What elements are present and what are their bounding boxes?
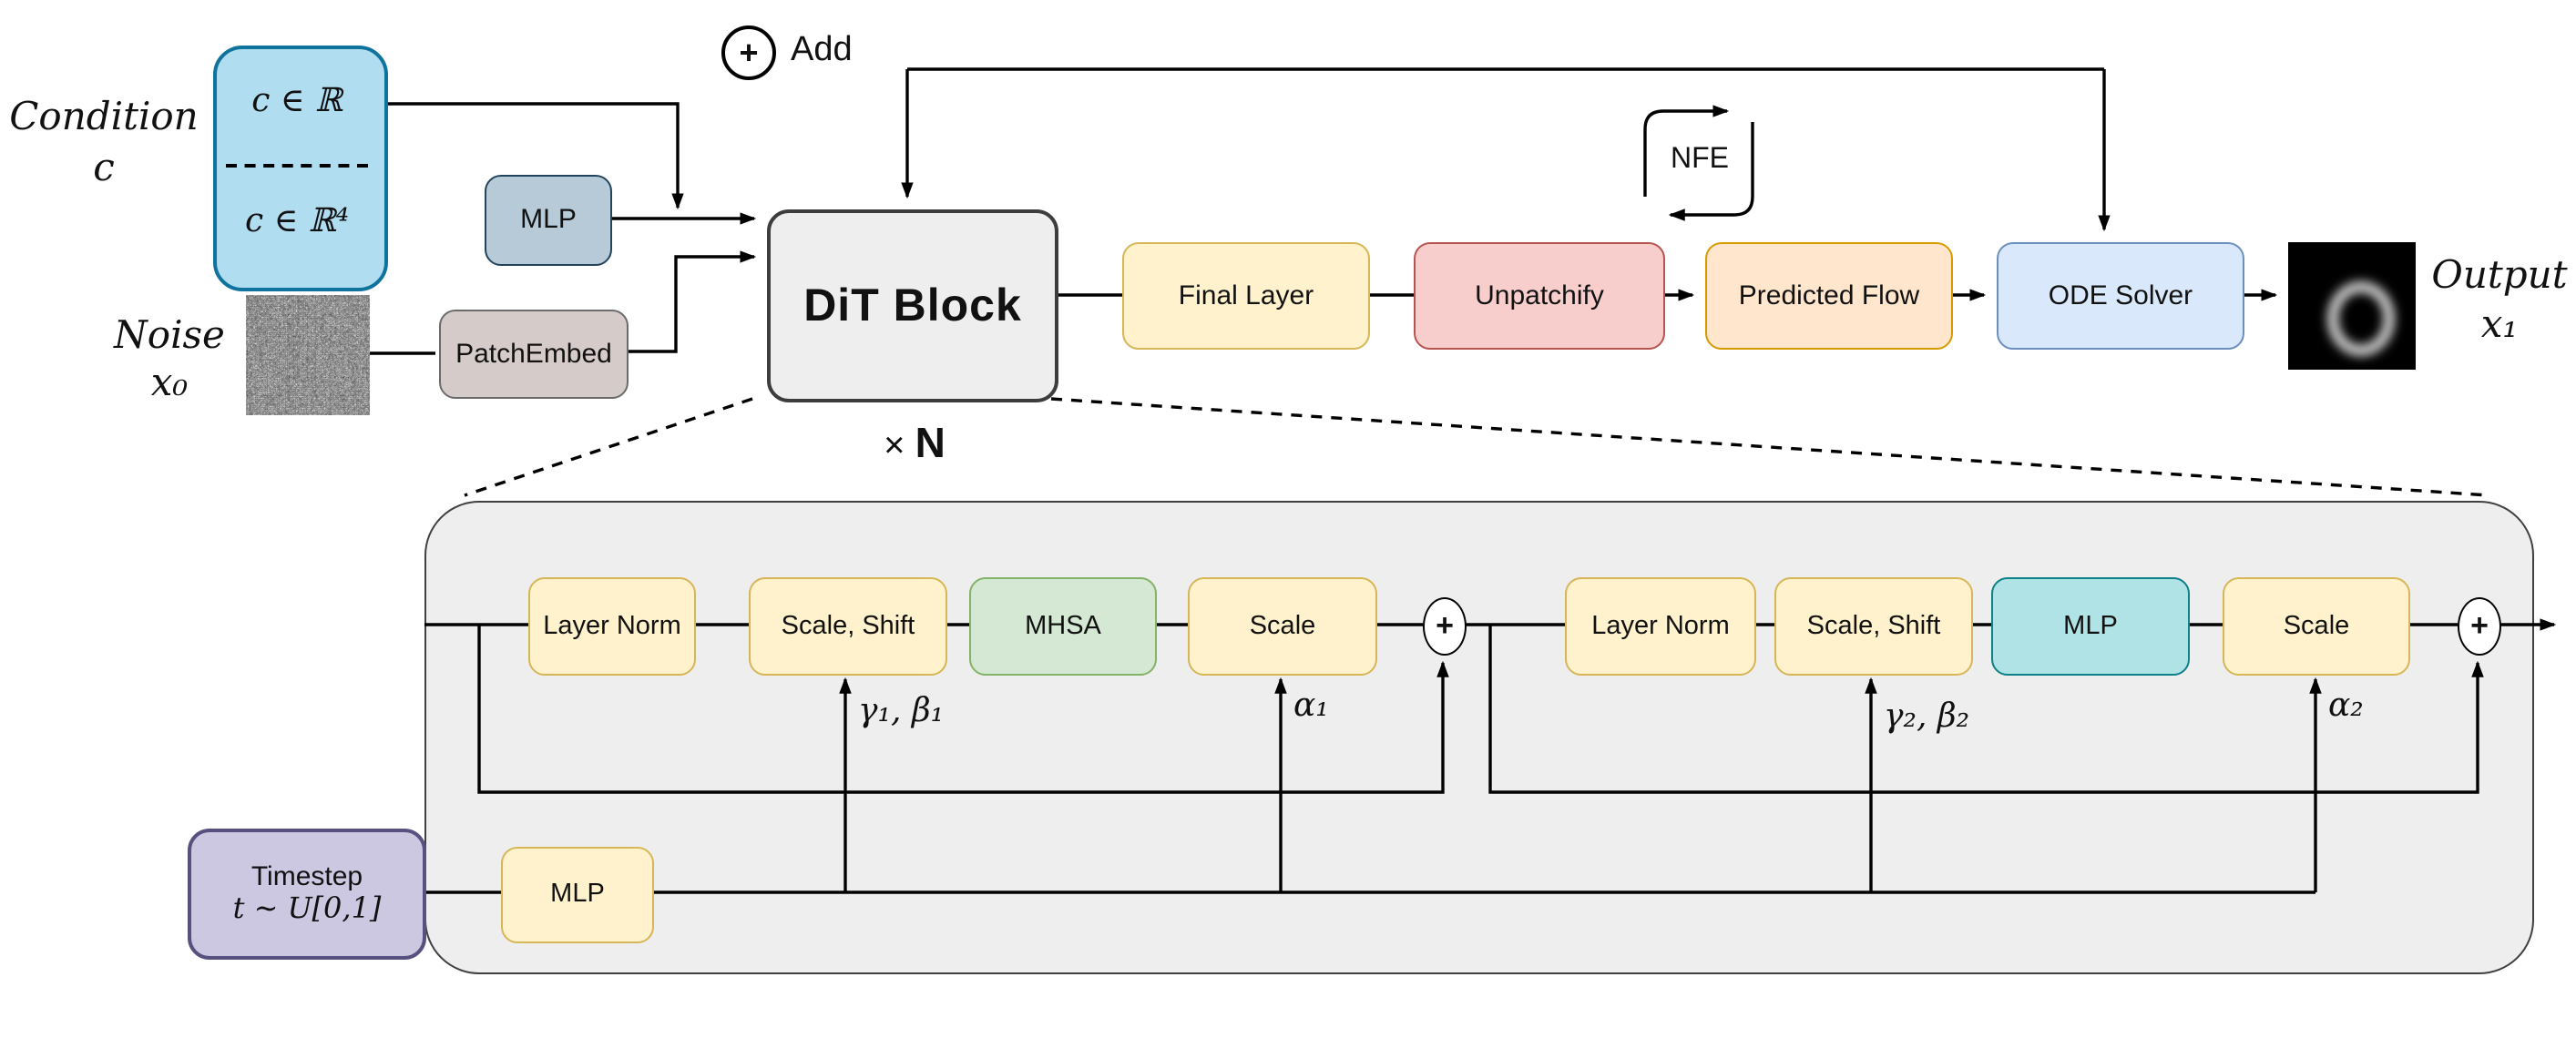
add-legend-label: Add <box>791 31 853 69</box>
output-label: Output <box>2431 253 2568 297</box>
dashed-zoom-left <box>464 397 753 497</box>
gamma-beta-1-label: γ₁, β₁ <box>858 692 945 730</box>
times-glyph: × <box>884 426 905 466</box>
layer-norm-1-box: Layer Norm <box>528 577 696 676</box>
plus-2-glyph: + <box>2470 608 2489 643</box>
output-symbol: x₁ <box>2480 302 2519 346</box>
noise-symbol: x₀ <box>150 361 189 404</box>
nfe-loop-top-arc <box>1643 105 1730 197</box>
edge-residual-2 <box>1488 625 2484 794</box>
timestep-mlp-box: MLP <box>501 847 654 943</box>
timestep-box: Timestep t ∼ U[0,1] <box>188 829 426 960</box>
timestep-label: Timestep <box>250 861 363 893</box>
repeat-n-label: × N <box>842 419 987 468</box>
layer-norm-2-box: Layer Norm <box>1565 577 1756 676</box>
gamma-beta-2-label: γ₂, β₂ <box>1884 697 1970 736</box>
condition-box <box>213 46 388 291</box>
edge-condition-merge <box>381 102 684 210</box>
condition-scalar-value: c ∈ ℝ <box>251 82 342 120</box>
noise-image <box>246 295 370 415</box>
unpatchify-box: Unpatchify <box>1414 242 1665 350</box>
edge-residual-1 <box>477 625 1449 794</box>
condition-label: Condition <box>9 95 199 138</box>
scale-2-box: Scale <box>2223 577 2410 676</box>
noise-label: Noise <box>114 313 225 357</box>
dit-block-box: DiT Block <box>767 209 1058 402</box>
add-legend-icon: + <box>721 25 776 80</box>
n-glyph: N <box>915 419 946 466</box>
condition-divider <box>226 164 368 168</box>
residual-add-2: + <box>2458 597 2501 656</box>
residual-add-1: + <box>1423 597 1467 656</box>
condition-vector-value: c ∈ ℝ⁴ <box>244 202 350 240</box>
patch-embed-box: PatchEmbed <box>439 310 629 399</box>
mhsa-box: MHSA <box>969 577 1157 676</box>
condition-mlp-box: MLP <box>485 175 612 266</box>
plus-1-glyph: + <box>1436 608 1454 643</box>
scale-shift-2-box: Scale, Shift <box>1774 577 1973 676</box>
scale-shift-1-box: Scale, Shift <box>749 577 947 676</box>
condition-symbol: c <box>93 146 115 189</box>
alpha-1-label: α₁ <box>1293 687 1329 725</box>
mlp-detail-box: MLP <box>1991 577 2190 676</box>
edge-patchembed-to-dit <box>625 250 757 353</box>
scale-1-box: Scale <box>1188 577 1377 676</box>
timestep-distribution: t ∼ U[0,1] <box>232 890 382 926</box>
dashed-zoom-right <box>1050 397 2489 497</box>
output-ring-glyph <box>2328 282 2394 355</box>
nfe-loop-bottom-arc <box>1668 122 1754 221</box>
nfe-label: NFE <box>1671 144 1729 175</box>
final-layer-box: Final Layer <box>1122 242 1370 350</box>
predicted-flow-box: Predicted Flow <box>1705 242 1953 350</box>
alpha-2-label: α₂ <box>2328 687 2364 725</box>
add-plus-glyph: + <box>739 34 759 70</box>
ode-solver-box: ODE Solver <box>1997 242 2244 350</box>
